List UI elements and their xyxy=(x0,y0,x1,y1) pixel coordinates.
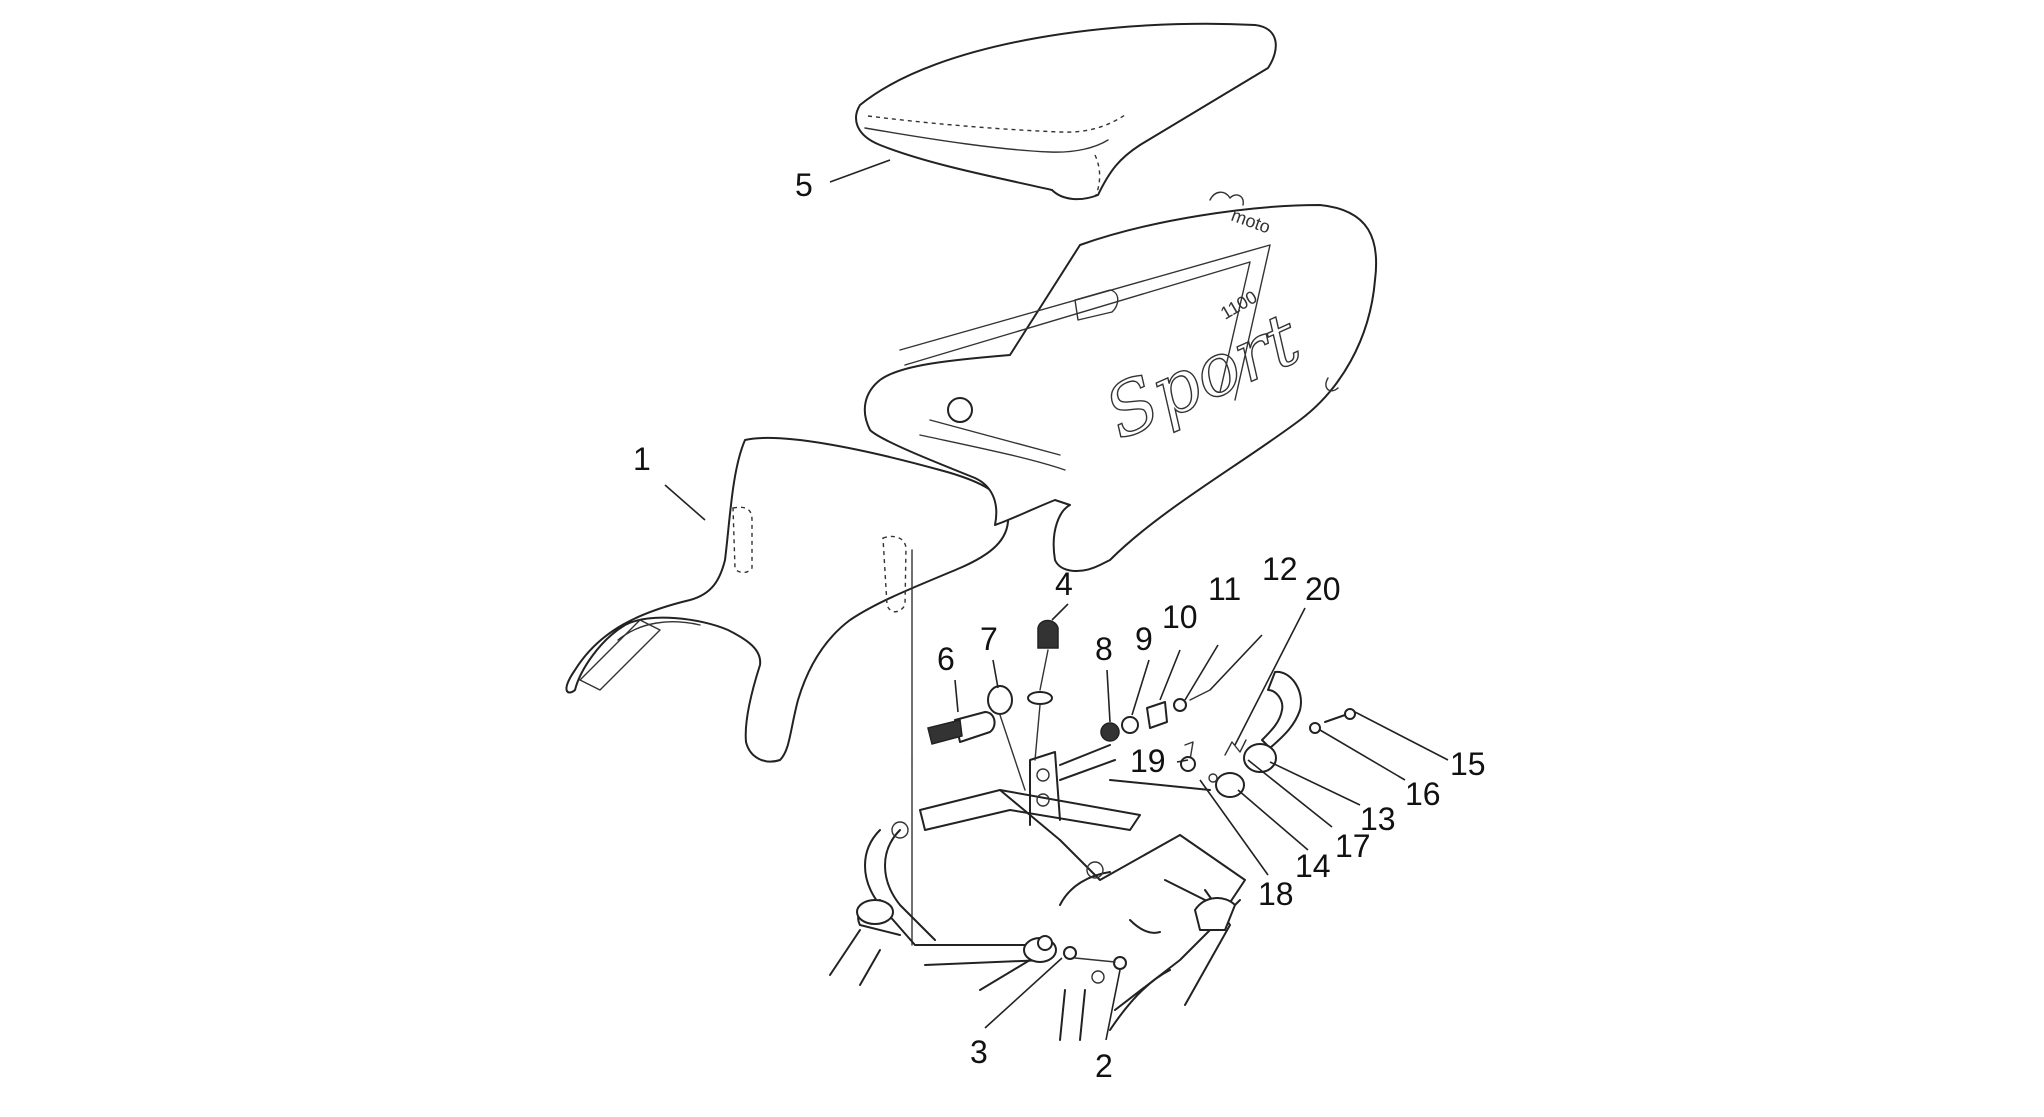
callout-13: 13 xyxy=(1360,801,1396,837)
callout-12: 12 xyxy=(1262,551,1298,587)
rear-tail-body: Sport 1100 moto xyxy=(863,191,1378,572)
callout-7: 7 xyxy=(980,621,998,657)
latch-hardware xyxy=(927,619,1356,984)
callout-17: 17 xyxy=(1335,828,1371,864)
callout-5: 5 xyxy=(795,167,813,203)
callout-16: 16 xyxy=(1405,776,1441,812)
callout-9: 9 xyxy=(1135,621,1153,657)
callout-labels: 5 1 4 6 7 8 9 10 11 12 20 19 15 16 13 17… xyxy=(633,167,1486,1084)
callout-14: 14 xyxy=(1295,848,1331,884)
passenger-seat-cover xyxy=(855,22,1277,201)
callout-20: 20 xyxy=(1305,571,1341,607)
callout-10: 10 xyxy=(1162,599,1198,635)
callout-1: 1 xyxy=(633,441,651,477)
callout-8: 8 xyxy=(1095,631,1113,667)
callout-15: 15 xyxy=(1450,746,1486,782)
callout-4: 4 xyxy=(1055,566,1073,602)
callout-2: 2 xyxy=(1095,1048,1113,1084)
callout-3: 3 xyxy=(970,1034,988,1070)
callout-leaders xyxy=(664,159,1449,1041)
rider-seat xyxy=(565,436,1010,763)
callout-6: 6 xyxy=(937,641,955,677)
callout-11: 11 xyxy=(1208,571,1241,607)
callout-18: 18 xyxy=(1258,876,1294,912)
callout-19: 19 xyxy=(1130,743,1166,779)
rear-subframe xyxy=(829,744,1246,1041)
